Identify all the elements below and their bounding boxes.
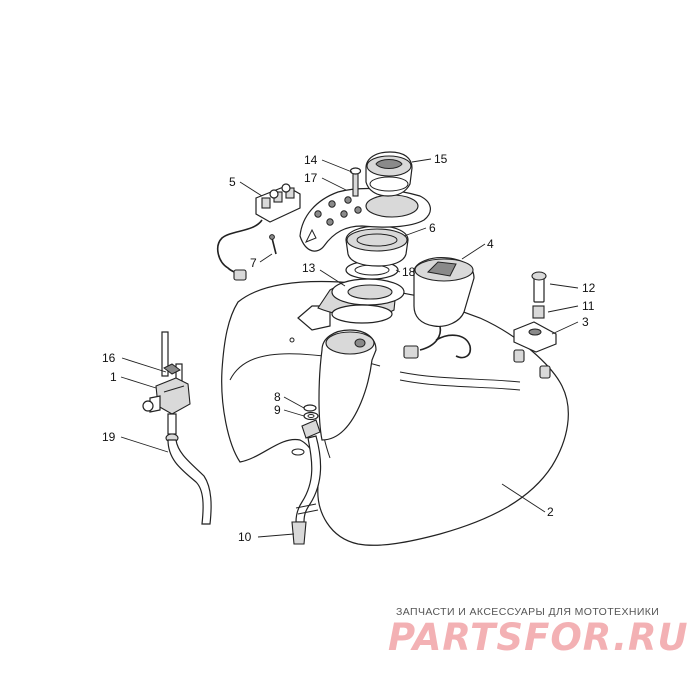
watermark-logo: PARTSFOR.RU [388,616,689,659]
callout-1: 1 [110,370,117,384]
leader-15 [411,158,432,163]
callout-5: 5 [229,175,236,189]
callout-8: 8 [274,390,281,404]
callout-10: 10 [238,530,252,544]
callout-3: 3 [582,315,589,329]
watermark-caption: ЗАПЧАСТИ И АКСЕССУАРЫ ДЛЯ МОТОТЕХНИКИ [396,606,660,618]
leader-13 [319,269,346,287]
callout-11: 11 [582,299,595,313]
callout-16: 16 [102,351,116,365]
seal-ring-part-13 [317,278,405,324]
fuel-tank-part-2 [221,280,569,546]
washer-part-9 [303,411,319,421]
bracket-part-3 [513,321,557,353]
leader-14 [321,159,353,173]
fuel-hose-part-19 [167,439,212,525]
callout-13: 13 [302,261,316,275]
callout-19: 19 [102,430,116,444]
callout-12: 12 [582,281,596,295]
fitting-part-8 [303,404,317,412]
leader-8 [283,396,305,409]
leader-2 [501,483,546,513]
callout-9: 9 [274,403,281,417]
leader-5 [239,181,263,197]
drain-tube-part-10 [291,419,322,545]
callout-6: 6 [429,221,436,235]
callout-17: 17 [304,171,318,185]
callout-7: 7 [250,256,257,270]
callout-4: 4 [487,237,494,251]
callout-labels: 1 2 3 4 5 6 7 8 9 10 11 12 13 14 15 16 1… [102,152,596,544]
fuel-gauge-part-4 [403,257,475,359]
leader-17 [321,177,347,191]
callout-2: 2 [547,505,554,519]
screw-part-7 [269,234,277,255]
leader-7 [259,253,273,263]
leader-18 [395,269,401,273]
filler-ring-part-6 [345,225,409,267]
leader-1 [120,376,157,389]
bolt-part-12 [531,271,547,303]
wiring-unit-part-5 [216,183,301,281]
callout-15: 15 [434,152,448,166]
leader-12 [549,283,579,289]
fuel-valve-part-1 [142,331,191,443]
spacer-part-11 [532,305,545,319]
leader-16 [121,357,167,373]
callout-14: 14 [304,153,318,167]
leader-19 [120,436,169,453]
leader-9 [283,409,305,417]
leader-11 [547,305,579,313]
leader-10 [257,533,295,538]
fuel-cap-part-15 [365,151,413,197]
leader-3 [551,321,579,335]
leader-lines [120,158,579,538]
screw-part-14 [349,167,362,197]
leader-6 [403,227,427,237]
callout-18: 18 [402,265,416,279]
leader-4 [461,243,486,260]
